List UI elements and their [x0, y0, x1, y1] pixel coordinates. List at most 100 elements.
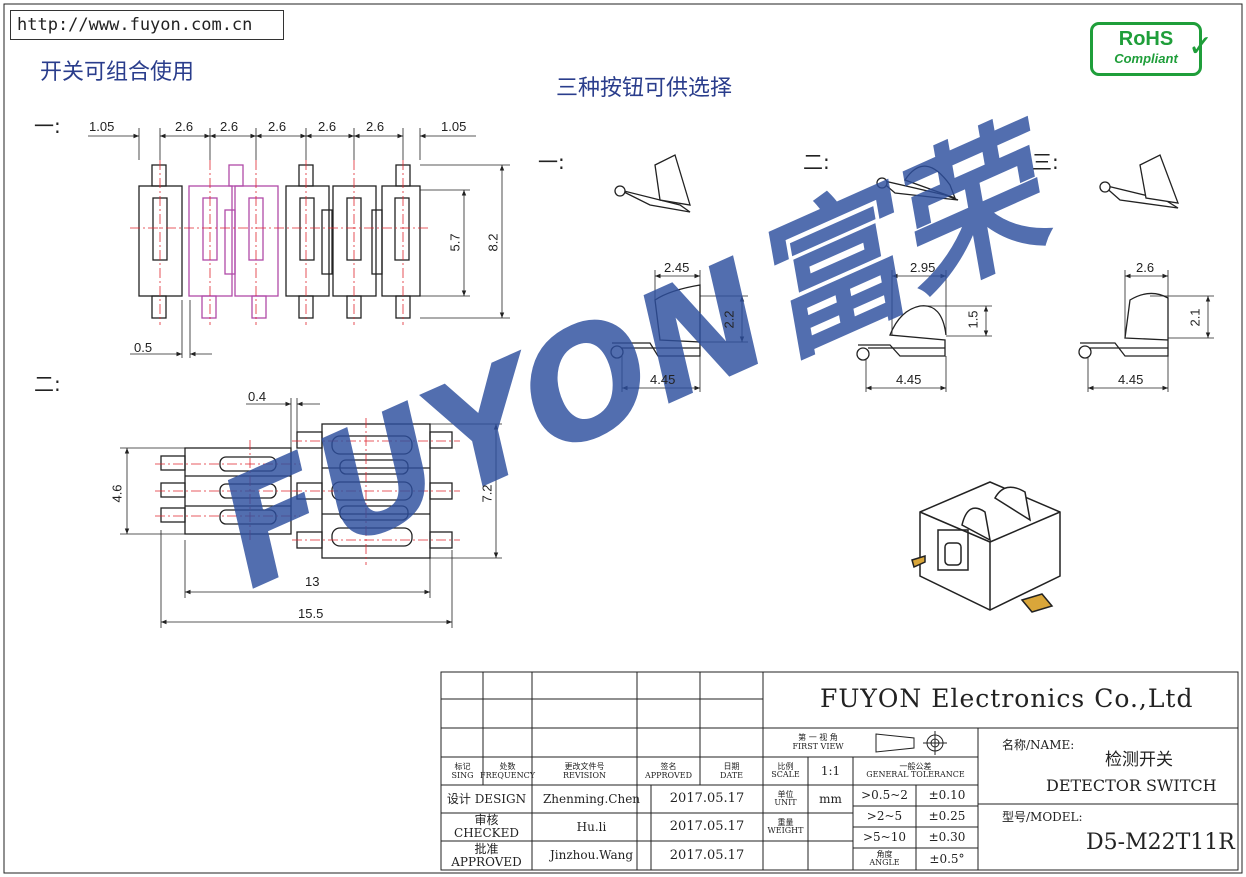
tolerance-range-0: >0.5~2	[861, 788, 908, 803]
tolerance-range-1: >2~5	[866, 809, 903, 824]
dim-pitch-4: 2.6	[318, 119, 337, 134]
row-approved-role: 批准 APPROVED	[451, 841, 522, 869]
name-label: 名称/NAME:	[1002, 738, 1075, 752]
weight-label-cn: 重量	[777, 817, 794, 827]
row-design-date: 2017.05.17	[669, 791, 745, 807]
button-1-height: 2.2	[721, 310, 737, 329]
button-2-width: 2.95	[910, 260, 936, 275]
top-view-center-lines	[130, 160, 428, 325]
button-2-profile	[856, 305, 947, 361]
header-approved-cn: 签名	[660, 762, 677, 772]
title-block-grid	[440, 671, 1239, 871]
row-approved-name: Jinzhou.Wang	[549, 848, 634, 863]
dim-pitch-0: 1.05	[89, 119, 115, 134]
top-view-combination	[138, 164, 421, 319]
tolerance-label-en: GENERAL TOLERANCE	[866, 770, 965, 779]
switch-3d-illustration	[911, 481, 1061, 613]
section-label-two: 二:	[34, 372, 61, 396]
dim-side-gap: 0.4	[248, 389, 267, 404]
header-revision-en: REVISION	[563, 770, 606, 780]
unit-label-cn: 单位	[777, 789, 794, 799]
row-checked-role: 审核 CHECKED	[454, 813, 519, 840]
dim-side-w-outer: 15.5	[298, 606, 324, 621]
dim-pitch-3: 2.6	[268, 119, 287, 134]
scale-label-en: SCALE	[771, 770, 800, 779]
row-design-role: 设计 DESIGN	[446, 791, 527, 806]
dim-pitch-2: 2.6	[220, 119, 239, 134]
rohs-badge-title: RoHS	[1118, 28, 1174, 50]
projection-label-cn: 第 一 视 角	[798, 733, 838, 743]
dim-side-h-small: 4.6	[109, 484, 125, 503]
dim-pitch-6: 1.05	[441, 119, 467, 134]
website-url[interactable]: http://www.fuyon.com.cn	[10, 10, 284, 40]
button-option-label-2: 二:	[803, 150, 830, 174]
rohs-badge: RoHS Compliant ✓	[1090, 22, 1213, 76]
header-date-cn: 日期	[723, 762, 740, 772]
drawing-frame	[3, 3, 1243, 874]
heading-combination: 开关可组合使用	[40, 60, 195, 85]
header-frequency-cn: 处数	[499, 762, 516, 772]
weight-label-en: WEIGHT	[767, 826, 804, 835]
section-label-one: 一:	[34, 114, 61, 138]
scale-label-cn: 比例	[777, 761, 794, 771]
button-3-height: 2.1	[1187, 308, 1203, 327]
tolerance-range-2: >5~10	[862, 830, 906, 845]
company-name: FUYON Electronics Co.,Ltd	[820, 684, 1194, 713]
button-3-base: 4.45	[1118, 372, 1144, 387]
projection-label-en: FIRST VIEW	[792, 741, 844, 751]
tolerance-value-2: ±0.30	[928, 830, 966, 845]
unit-label-en: UNIT	[774, 798, 797, 807]
header-approved-en: APPROVED	[644, 770, 692, 780]
scale-value: 1:1	[820, 763, 841, 778]
header-frequency-en: FREQUENCY	[480, 770, 535, 780]
tolerance-value-angle: ±0.5°	[929, 851, 965, 866]
checkmark-icon: ✓	[1187, 29, 1213, 64]
side-view-dimensions	[120, 398, 502, 628]
button-profile-dimensions	[621, 270, 1214, 392]
button-3-3d	[1099, 154, 1179, 209]
button-1-width: 2.45	[664, 260, 690, 275]
dim-pin-width: 0.5	[134, 340, 153, 355]
header-sing-en: SING	[451, 770, 474, 780]
button-3-width: 2.6	[1136, 260, 1155, 275]
rohs-badge-subtitle: Compliant	[1114, 51, 1178, 66]
row-design-name: Zhenming.Chen	[542, 791, 641, 806]
header-sing-cn: 标记	[454, 762, 471, 772]
tolerance-value-0: ±0.10	[928, 788, 966, 803]
tolerance-value-1: ±0.25	[928, 809, 966, 824]
button-2-height: 1.5	[965, 310, 981, 329]
product-name-cn: 检测开关	[1105, 750, 1173, 770]
dim-pitch-1: 2.6	[175, 119, 194, 134]
row-checked-name: Hu.li	[576, 819, 607, 834]
dim-height-inner: 5.7	[447, 233, 463, 252]
button-1-3d	[614, 154, 691, 213]
dim-height-outer: 8.2	[485, 233, 501, 252]
button-2-base: 4.45	[896, 372, 922, 387]
dim-side-w-inner: 13	[305, 574, 320, 589]
row-approved-date: 2017.05.17	[669, 847, 745, 863]
dim-pitch-5: 2.6	[366, 119, 385, 134]
button-option-label-3: 三:	[1032, 150, 1059, 174]
angle-label-cn: 角度	[876, 849, 893, 859]
button-2-3d	[876, 165, 959, 201]
header-date-en: DATE	[720, 770, 743, 780]
button-1-base: 4.45	[650, 372, 676, 387]
button-1-profile	[610, 284, 701, 359]
tolerance-label-cn: 一般公差	[899, 761, 932, 771]
model-number: D5-M22T11R	[1086, 830, 1235, 855]
top-view-dimensions	[88, 128, 510, 358]
side-view-center-lines	[155, 418, 460, 565]
heading-button-options: 三种按钮可供选择	[556, 76, 733, 101]
dim-side-h-large: 7.2	[479, 484, 495, 503]
